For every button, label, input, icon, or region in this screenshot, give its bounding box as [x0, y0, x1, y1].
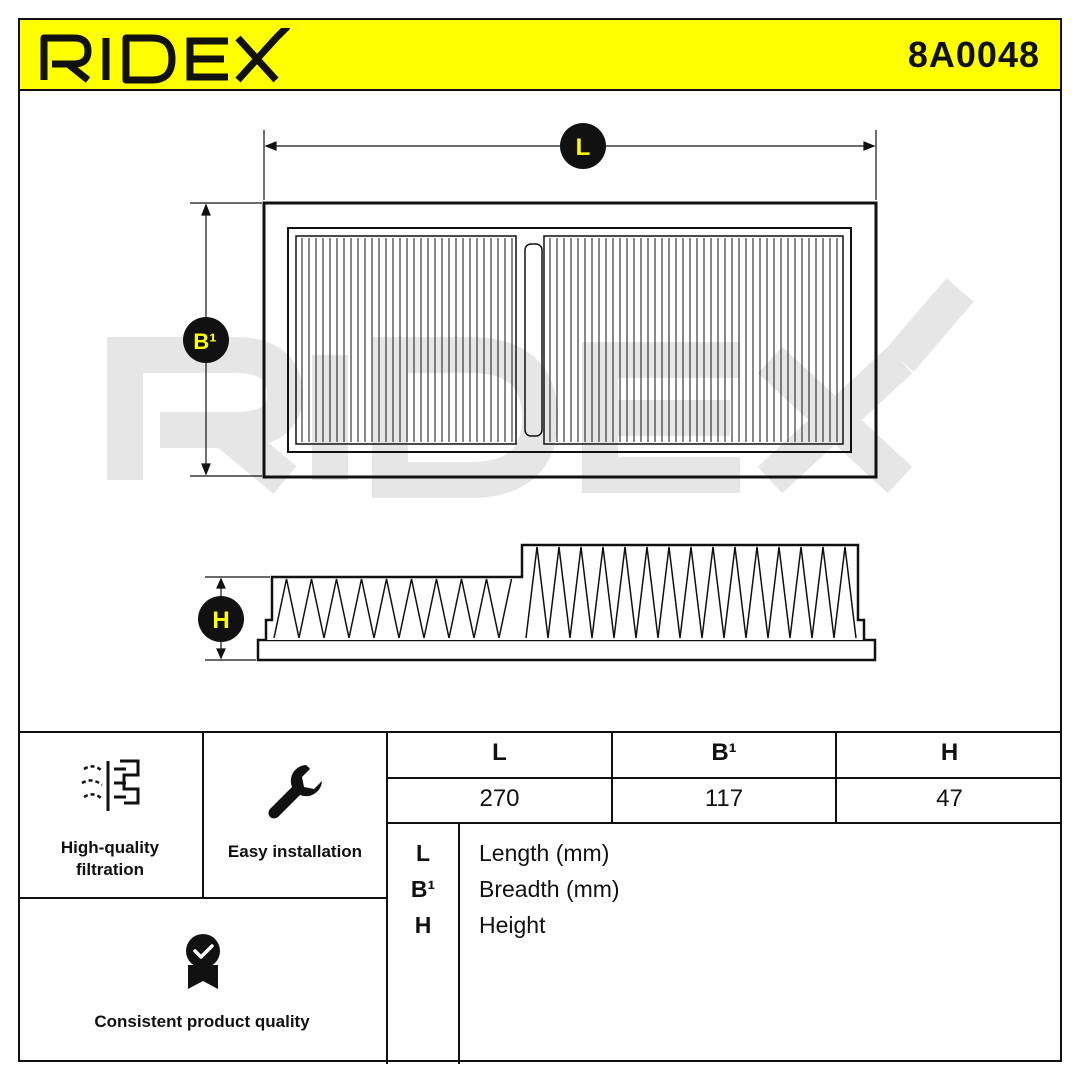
feature-consistent-quality: Consistent product quality: [18, 899, 386, 1064]
height-dimension: [205, 576, 270, 661]
pleat-zigzag: [525, 546, 857, 639]
divider: [458, 823, 460, 1064]
filtration-icon: [81, 759, 140, 811]
legend-text: Breadth (mm): [479, 876, 620, 902]
divider: [386, 733, 388, 1064]
breadth-marker: [183, 317, 229, 363]
legend-text: Height: [479, 912, 546, 938]
table-header-breadth: B¹: [711, 739, 737, 766]
quality-badge-icon: [186, 934, 220, 989]
wrench-icon: [268, 765, 322, 819]
feature-easy-installation: Easy installation: [204, 733, 386, 897]
legend-text: Length (mm): [479, 840, 610, 866]
feature-label: filtration: [76, 860, 144, 879]
height-marker: [198, 596, 244, 642]
table-value-breadth: 117: [704, 785, 744, 812]
divider: [202, 733, 204, 899]
feature-label: High-quality: [60, 838, 160, 857]
table-header-length: L: [492, 739, 507, 766]
height-marker-label: H: [212, 607, 229, 634]
length-marker: [560, 123, 606, 169]
divider: [386, 822, 1062, 824]
divider: [611, 733, 613, 823]
divider: [386, 777, 1062, 779]
part-number: 8A0048: [907, 34, 1040, 75]
divider: [18, 897, 388, 899]
feature-label: Consistent product quality: [94, 1012, 310, 1031]
table-value-height: 47: [936, 785, 963, 812]
feature-filtration: High-quality filtration: [18, 733, 202, 897]
brand-logo: [40, 23, 291, 89]
top-view: [262, 201, 878, 479]
info-section: High-quality filtration Easy installatio…: [18, 731, 1062, 1064]
pleat-zigzag: [273, 578, 513, 639]
divider: [835, 733, 837, 823]
legend-symbol: H: [414, 912, 432, 938]
feature-label: Easy installation: [227, 842, 363, 861]
side-view: [256, 543, 877, 662]
header-bar: 8A0048: [18, 18, 1062, 91]
legend-symbol: B¹: [410, 876, 436, 902]
table-value-length: 270: [479, 785, 520, 812]
table-header-height: H: [940, 739, 959, 766]
length-marker-label: L: [576, 134, 591, 161]
legend-symbol: L: [415, 840, 431, 866]
breadth-marker-label: B¹: [193, 329, 216, 354]
